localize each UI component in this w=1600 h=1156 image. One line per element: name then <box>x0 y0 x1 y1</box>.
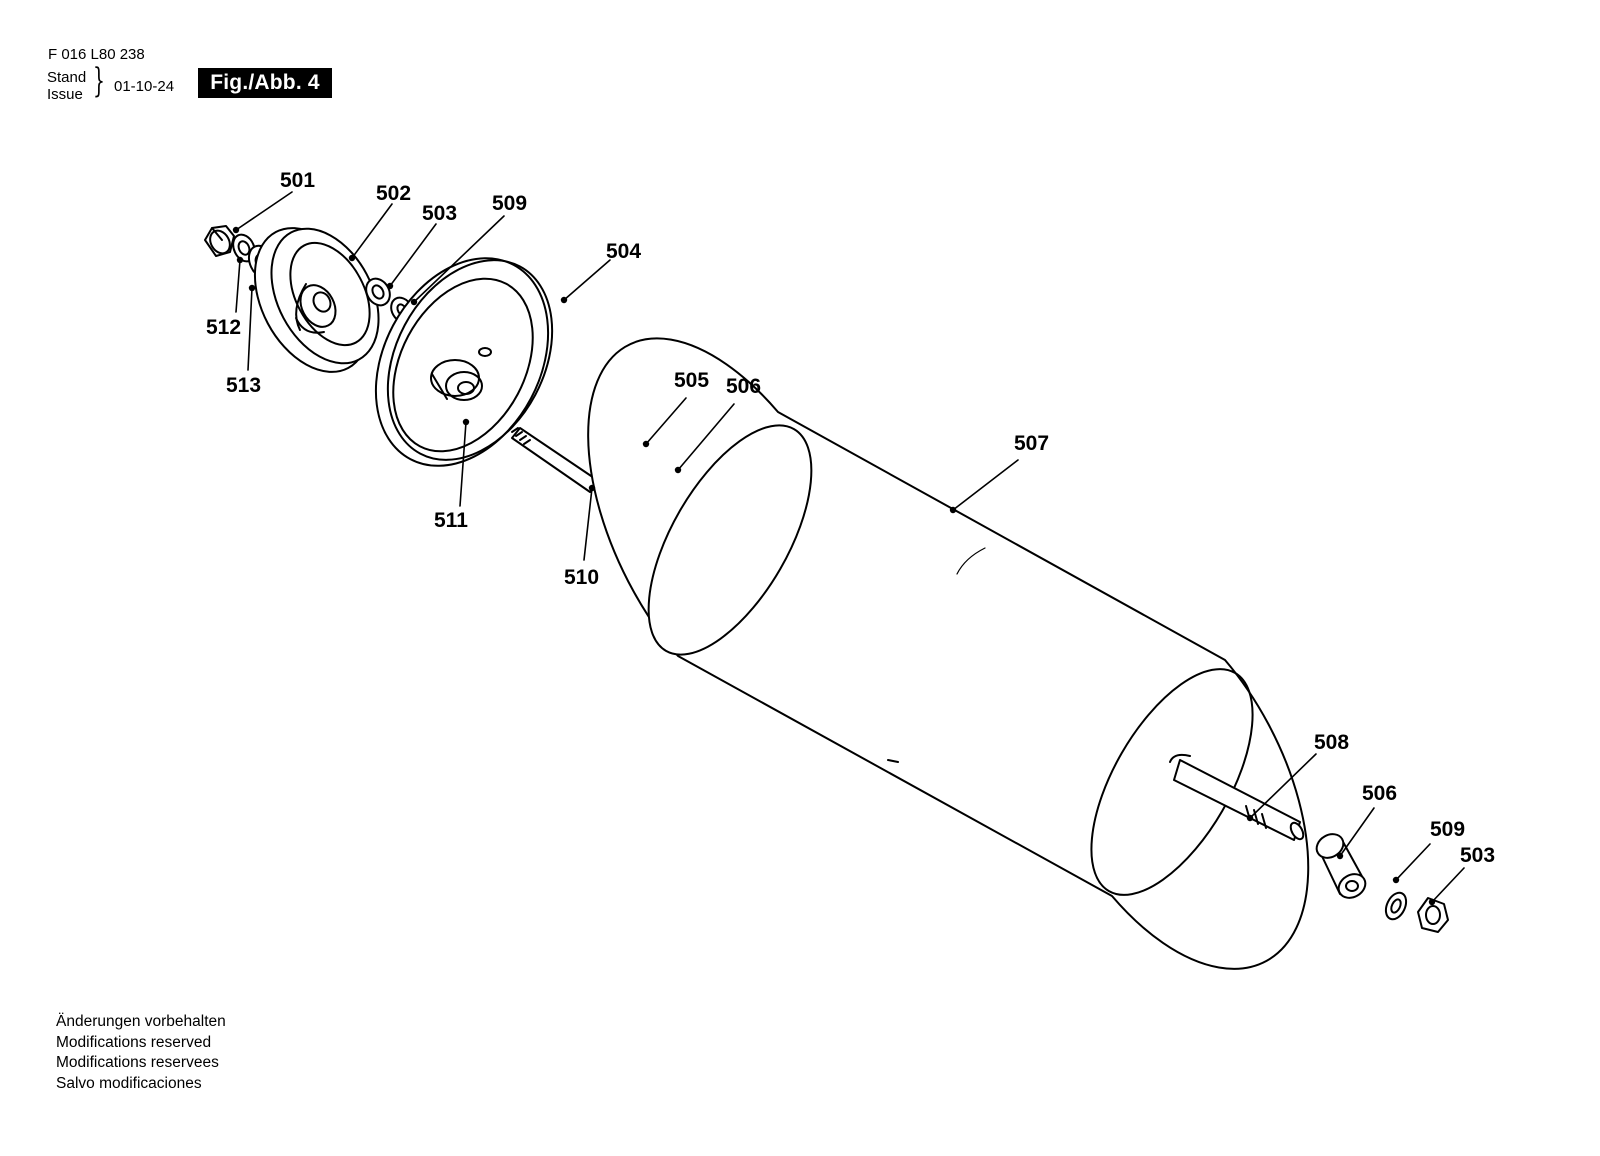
footer-line-german: Änderungen vorbehalten <box>56 1013 226 1030</box>
callout-509-lower: 509 <box>1430 818 1465 841</box>
issue-date: 01-10-24 <box>114 78 175 95</box>
part-507-drum <box>587 337 1310 970</box>
part-501-nut <box>204 225 235 257</box>
callout-501: 501 <box>280 169 315 192</box>
callout-505: 505 <box>674 369 709 392</box>
figure-badge: Fig./Abb. 4 <box>198 68 332 98</box>
brace-glyph: } <box>93 61 105 101</box>
callout-508: 508 <box>1314 731 1349 754</box>
footer-line-spanish: Salvo modificaciones <box>56 1074 202 1092</box>
leader-dots <box>232 226 1436 906</box>
part-504-large-pulley <box>374 257 554 467</box>
callout-503-left: 503 <box>422 202 457 225</box>
callout-506-upper: 506 <box>726 375 761 398</box>
part-506-bushing-lower <box>1315 833 1367 899</box>
callout-512: 512 <box>206 316 241 339</box>
callout-510: 510 <box>564 566 599 589</box>
footer-line-french: Modifications reservees <box>56 1054 219 1071</box>
part-502-pulley <box>253 227 380 373</box>
callout-513: 513 <box>226 374 261 397</box>
modifications-notice: Änderungen vorbehalten Modifications res… <box>56 1012 226 1094</box>
callout-502: 502 <box>376 182 411 205</box>
document-number: F 016 L80 238 <box>48 46 145 63</box>
callout-504: 504 <box>606 240 641 263</box>
issue-label: Issue <box>47 86 83 103</box>
stand-label: Stand <box>47 69 87 86</box>
callout-503-lower: 503 <box>1460 844 1495 867</box>
callout-511: 511 <box>434 509 468 532</box>
footer-line-english: Modifications reserved <box>56 1033 212 1051</box>
part-503-nut-lower <box>1417 897 1449 933</box>
callout-509-left: 509 <box>492 192 527 215</box>
part-508-drum-shaft <box>1169 753 1305 841</box>
leader-lines <box>235 191 1465 903</box>
callout-506-lower: 506 <box>1362 782 1397 805</box>
part-509-clip-lower <box>1384 891 1408 921</box>
callout-507: 507 <box>1014 432 1049 455</box>
